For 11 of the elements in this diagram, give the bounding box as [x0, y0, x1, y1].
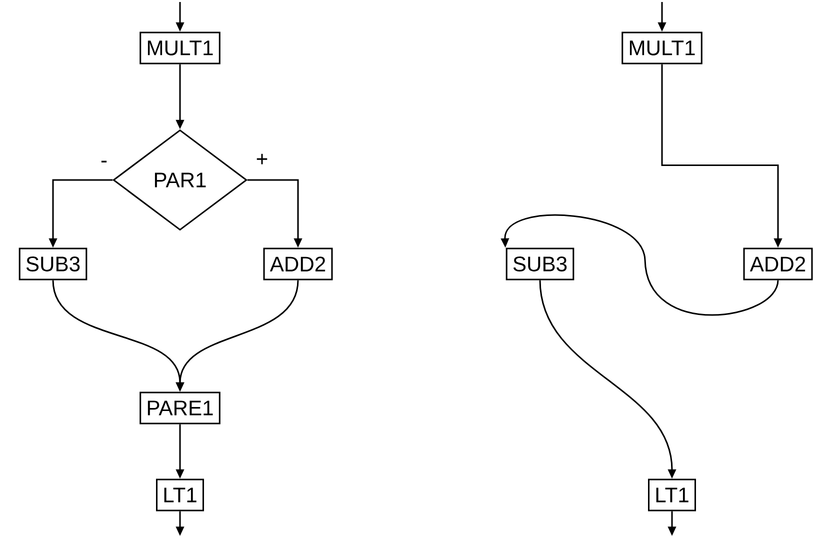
process-box: LT1 [648, 478, 696, 512]
edge-label: + [254, 152, 270, 168]
process-box: ADD2 [743, 248, 813, 280]
edge-label: - [99, 160, 109, 168]
process-box: MULT1 [140, 32, 220, 64]
process-box: SUB3 [506, 248, 574, 280]
process-box: PARE1 [140, 392, 220, 424]
process-box: LT1 [156, 478, 204, 512]
process-box: MULT1 [622, 32, 702, 64]
process-box: ADD2 [263, 248, 333, 280]
process-box: SUB3 [18, 248, 88, 280]
